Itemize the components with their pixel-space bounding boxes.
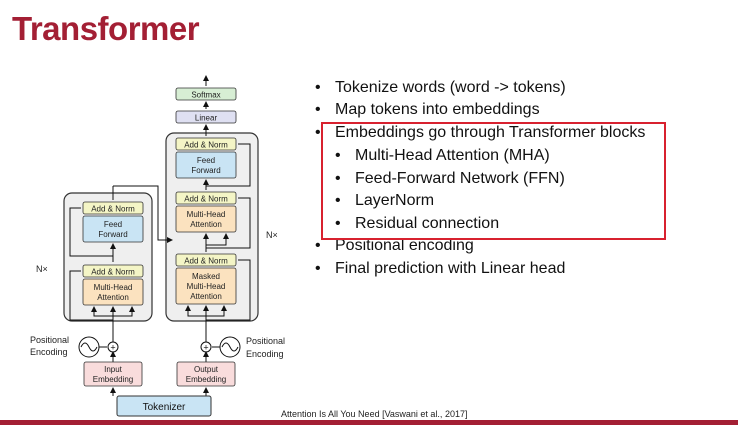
- bullet-dot: •: [315, 237, 321, 254]
- citation: Attention Is All You Need [Vaswani et al…: [281, 409, 468, 419]
- bullet-text: Positional encoding: [335, 237, 474, 254]
- decoder-add-norm-label-1: Add & Norm: [184, 257, 228, 266]
- encoder-mha-label-1: Multi-Head: [94, 283, 133, 292]
- bullet-text: Final prediction with Linear head: [335, 260, 566, 277]
- bullet-dot: •: [315, 124, 321, 141]
- footer-bar: [0, 420, 738, 425]
- bullet-text: Multi-Head Attention (MHA): [355, 147, 550, 164]
- output-embedding-box: [176, 361, 236, 387]
- encoder-add-norm-box-2: [82, 264, 144, 278]
- decoder-nx-label: N×: [266, 230, 278, 240]
- decoder-mha-box: [175, 205, 237, 233]
- linear-label: Linear: [195, 114, 218, 123]
- decoder-positional-label-2: Encoding: [246, 349, 284, 359]
- output-embedding-label-1: Output: [194, 365, 219, 374]
- encoder-add-norm-label: Add & Norm: [91, 205, 135, 214]
- encoder-positional-label-2: Encoding: [30, 347, 68, 357]
- bullet-dot: •: [335, 170, 341, 187]
- tokenizer-box: [116, 395, 212, 417]
- input-embedding-label-2: Embedding: [93, 375, 133, 384]
- slide-title: Transformer: [12, 10, 200, 47]
- bullet-text: Feed-Forward Network (FFN): [355, 170, 565, 187]
- decoder-masked-mha-label-3: Attention: [190, 292, 222, 301]
- decoder-plus-sign: +: [203, 343, 208, 353]
- bullet-dot: •: [315, 101, 321, 118]
- bullet-dot: •: [335, 192, 341, 209]
- decoder-add-norm-box-2: [175, 191, 237, 205]
- softmax-label: Softmax: [191, 91, 220, 100]
- encoder-mha-label-2: Attention: [97, 293, 129, 302]
- tokenizer-label: Tokenizer: [143, 402, 186, 413]
- decoder-feed-forward-label-2: Forward: [191, 166, 220, 175]
- bullet-text: Residual connection: [355, 215, 500, 232]
- output-embedding-label-2: Embedding: [186, 375, 226, 384]
- encoder-mha-box: [82, 278, 144, 306]
- decoder-add-norm-box-1: [175, 253, 237, 267]
- encoder-plus-sign: +: [110, 343, 115, 353]
- decoder-add-norm-box-3: [175, 137, 237, 151]
- encoder-positional-label-1: Positional: [30, 335, 69, 345]
- bullet-text: Tokenize words (word -> tokens): [335, 79, 566, 96]
- decoder-positional-label-1: Positional: [246, 336, 285, 346]
- bullet-dot: •: [335, 215, 341, 232]
- bullet-dot: •: [315, 79, 321, 96]
- bullet-dot: •: [315, 260, 321, 277]
- linear-box: [175, 110, 237, 124]
- decoder-masked-mha-label-1: Masked: [192, 272, 220, 281]
- decoder-mha-label-1: Multi-Head: [187, 210, 226, 219]
- decoder-masked-mha-label-2: Multi-Head: [187, 282, 226, 291]
- decoder-mha-label-2: Attention: [190, 220, 222, 229]
- encoder-feed-forward-box: [82, 215, 144, 243]
- input-embedding-box: [83, 361, 143, 387]
- bullet-text: Embeddings go through Transformer blocks: [335, 124, 646, 141]
- highlight-box: [321, 122, 666, 240]
- decoder-add-norm-label-2: Add & Norm: [184, 195, 228, 204]
- bullet-dot: •: [335, 147, 341, 164]
- input-embedding-label-1: Input: [104, 365, 123, 374]
- encoder-add-norm-box: [82, 201, 144, 215]
- encoder-nx-label: N×: [36, 264, 48, 274]
- decoder-feed-forward-label-1: Feed: [197, 156, 215, 165]
- decoder-feed-forward-box: [175, 151, 237, 179]
- bullet-text: Map tokens into embeddings: [335, 101, 540, 118]
- decoder-masked-mha-box: [175, 267, 237, 305]
- softmax-box: [175, 87, 237, 101]
- encoder-feed-forward-label-2: Forward: [98, 230, 127, 239]
- decoder-add-norm-label-3: Add & Norm: [184, 141, 228, 150]
- encoder-add-norm-label-2: Add & Norm: [91, 268, 135, 277]
- bullet-text: LayerNorm: [355, 192, 435, 209]
- encoder-feed-forward-label-1: Feed: [104, 220, 122, 229]
